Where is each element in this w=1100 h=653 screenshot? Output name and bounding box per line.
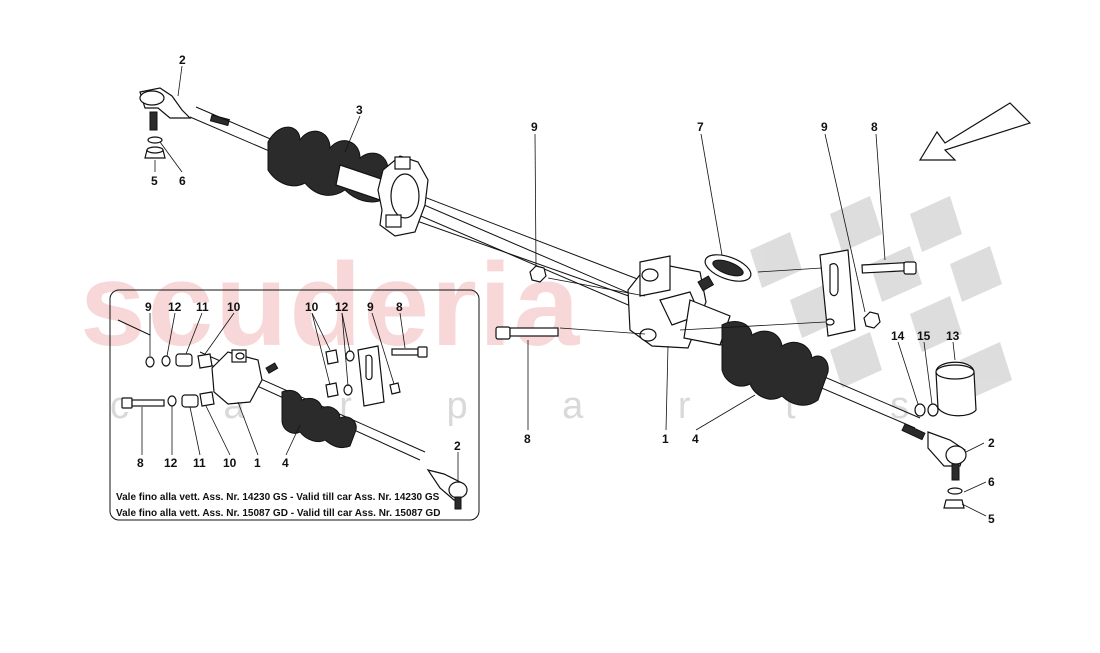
right-bellows-boot bbox=[721, 321, 829, 406]
callout-inset-8a: 8 bbox=[396, 300, 403, 314]
callout-inset-4: 4 bbox=[282, 456, 289, 470]
right-tie-rod-end bbox=[901, 423, 967, 509]
callout-main-5b: 5 bbox=[988, 512, 995, 526]
left-bellows-boot bbox=[267, 126, 391, 203]
steering-gear-housing bbox=[627, 255, 731, 349]
callout-main-6b: 6 bbox=[988, 475, 995, 489]
callout-main-8b: 8 bbox=[524, 432, 531, 446]
inset-note-1: Vale fino alla vett. Ass. Nr. 14230 GS -… bbox=[116, 492, 440, 503]
right-mounting-bracket bbox=[819, 249, 856, 337]
callout-main-3: 3 bbox=[356, 103, 363, 117]
callout-main-9a: 9 bbox=[531, 120, 538, 134]
callout-inset-12c: 12 bbox=[164, 456, 178, 470]
arrow-icon bbox=[918, 102, 1032, 161]
callout-inset-2: 2 bbox=[454, 439, 461, 453]
seal-ring bbox=[704, 254, 752, 282]
callout-main-15: 15 bbox=[917, 329, 931, 343]
callout-main-8a: 8 bbox=[871, 120, 878, 134]
callout-main-14: 14 bbox=[891, 329, 905, 343]
callout-inset-8b: 8 bbox=[137, 456, 144, 470]
nut-right bbox=[863, 311, 881, 329]
washer-14 bbox=[914, 403, 926, 417]
callout-inset-10c: 10 bbox=[223, 456, 237, 470]
checkered-flag-icon bbox=[750, 196, 1012, 398]
washer-15 bbox=[927, 403, 939, 417]
inset-note-2: Vale fino alla vett. Ass. Nr. 15087 GD -… bbox=[116, 508, 440, 519]
left-tie-rod-end bbox=[139, 87, 230, 131]
heat-shield-cover bbox=[935, 361, 977, 417]
callout-main-5: 5 bbox=[151, 174, 158, 188]
callout-inset-11a: 11 bbox=[196, 300, 209, 314]
nut-washer-left bbox=[144, 136, 166, 159]
callout-inset-11b: 11 bbox=[193, 456, 206, 470]
callout-main-9b: 9 bbox=[821, 120, 828, 134]
callout-main-7: 7 bbox=[697, 120, 704, 134]
callout-main-13: 13 bbox=[946, 329, 960, 343]
inset-panel: 9 12 11 10 10 12 9 8 8 12 11 10 1 4 2 Va… bbox=[109, 289, 480, 521]
left-mounting-clamp bbox=[377, 155, 429, 237]
callout-main-2: 2 bbox=[179, 53, 186, 67]
callout-main-4: 4 bbox=[692, 432, 699, 446]
callout-inset-9b: 9 bbox=[367, 300, 374, 314]
callout-inset-1: 1 bbox=[254, 456, 261, 470]
leader-lines bbox=[154, 65, 987, 517]
callout-inset-9a: 9 bbox=[145, 300, 152, 314]
callout-main-6: 6 bbox=[179, 174, 186, 188]
callout-inset-12a: 12 bbox=[168, 300, 182, 314]
bolt-right bbox=[861, 261, 917, 275]
callout-inset-10a: 10 bbox=[227, 300, 241, 314]
callout-main-1: 1 bbox=[662, 432, 669, 446]
callout-inset-10b: 10 bbox=[305, 300, 319, 314]
bolt-left bbox=[495, 326, 559, 340]
callout-inset-12b: 12 bbox=[335, 300, 349, 314]
callout-main-2b: 2 bbox=[988, 436, 995, 450]
